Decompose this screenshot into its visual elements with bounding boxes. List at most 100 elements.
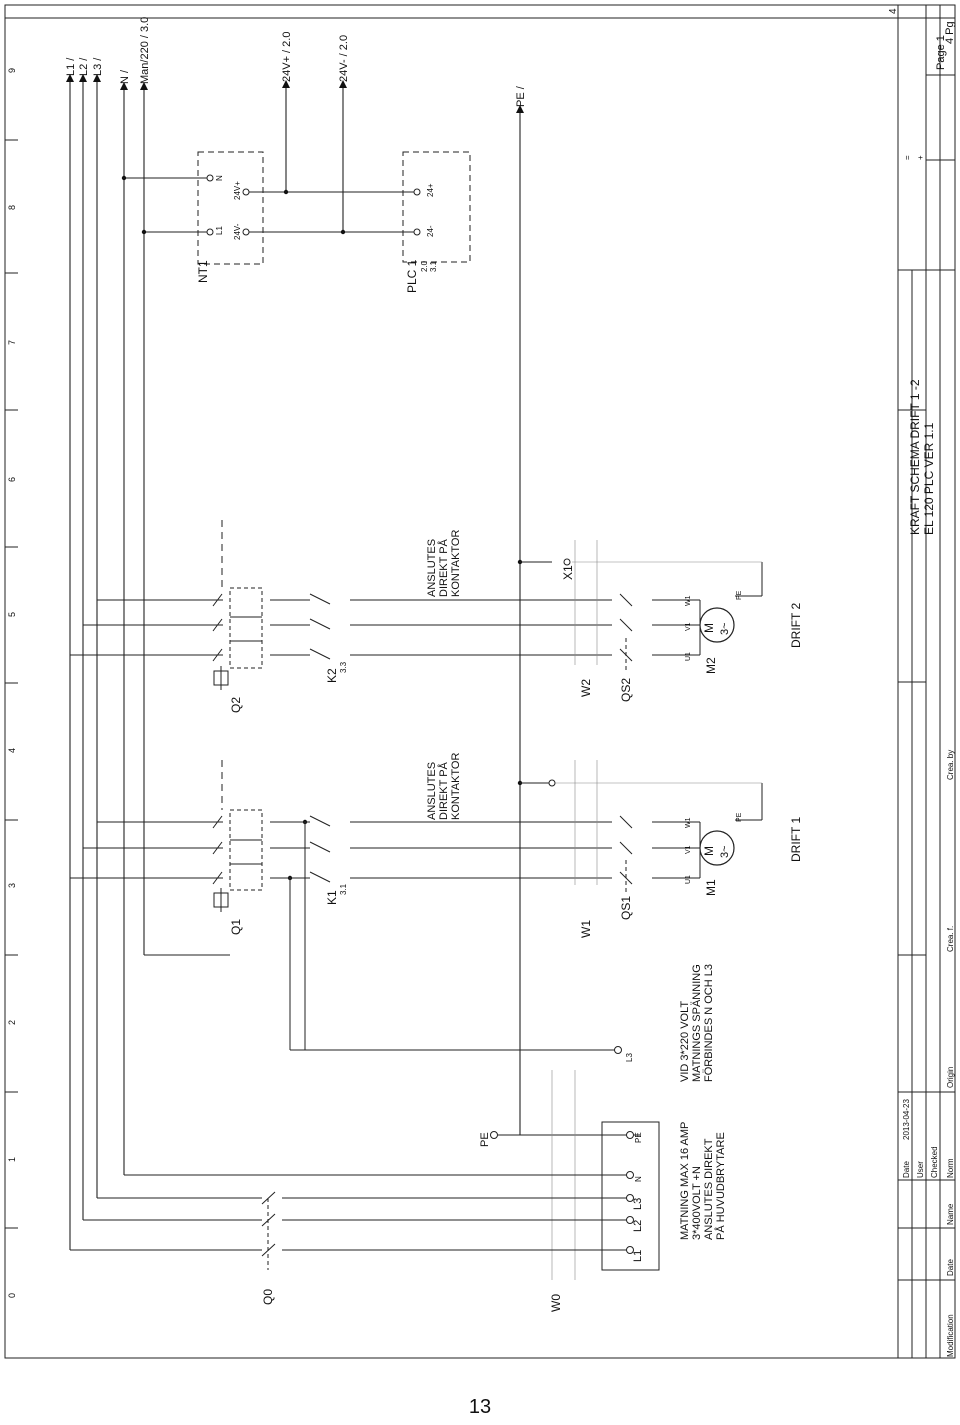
m1-u1: U1: [685, 875, 692, 884]
title-sheet-no: 4: [888, 8, 899, 14]
m2-pe: PE: [736, 590, 743, 600]
col-3: 3: [7, 883, 17, 888]
nt1-n-terminal: N: [215, 175, 224, 181]
label-man: Man/220 / 3.0: [139, 17, 151, 84]
switch-qs2: [619, 593, 633, 673]
label-pe: PE /: [515, 85, 527, 107]
cable-lines: [551, 540, 762, 1280]
qs1-label: QS1: [619, 896, 633, 920]
label-l1: L1 /: [65, 57, 77, 76]
q0-label: Q0: [261, 1289, 275, 1305]
title-origin: Origin: [946, 1067, 955, 1088]
in-pe: PE: [634, 1132, 643, 1143]
m2-label: M2: [704, 657, 718, 674]
motor-m1: M 3~ U1 V1 W1 PE: [685, 812, 743, 884]
w0-label: W0: [549, 1294, 563, 1312]
note-ansl1-line3: KONTAKTOR: [450, 753, 462, 820]
q2-label: Q2: [229, 697, 243, 713]
title-name-col: Name: [946, 1203, 955, 1225]
note-ansl-1: ANSLUTES DIREKT PÅ KONTAKTOR: [426, 753, 462, 820]
motor-m1-phase: 3~: [719, 845, 731, 858]
in-l3: L3: [632, 1198, 644, 1210]
k2-label: K2: [325, 668, 339, 683]
note-vid: VID 3*220 VOLT MATNINGS SPÄNNING FÖRBIND…: [679, 964, 715, 1082]
note-matning-line2: 3*400VOLT +N: [691, 1166, 703, 1240]
motor-m2: M 3~ U1 V1 W1 PE: [685, 590, 743, 661]
k1-ref: 3.1: [339, 883, 348, 895]
m1-w1: W1: [685, 817, 692, 828]
column-numbers: 9 8 7 6 5 4 3 2 1 0: [7, 68, 17, 1298]
k2-ref: 3.3: [339, 661, 348, 673]
col-2: 2: [7, 1020, 17, 1025]
title-plus: +: [916, 155, 925, 160]
title-date-label: Date: [902, 1161, 911, 1178]
title-page: Page 1: [935, 35, 947, 70]
title-line-1: KRAFT SCHEMA DRIFT 1 -2: [908, 379, 922, 535]
w1-label: W1: [579, 920, 593, 938]
incoming-labels: L1 L2 L3 N PE PE L3 Q0 W0: [261, 1053, 644, 1312]
in-n: N: [634, 1176, 643, 1182]
w2-label: W2: [579, 679, 593, 697]
breaker-q1: [212, 760, 263, 912]
contactor-k2: [309, 593, 331, 660]
note-ansl2-line2: DIREKT PÅ: [437, 538, 450, 597]
motor-m2-phase: 3~: [719, 622, 731, 635]
note-vid-line2: MATNINGS SPÄNNING: [691, 964, 703, 1082]
plc-24p-terminal: 24+: [426, 183, 435, 197]
m1-v1: V1: [685, 845, 692, 854]
title-date-col: Date: [946, 1259, 955, 1276]
col-1: 1: [7, 1157, 17, 1162]
label-24vm: 24V- / 2.0: [338, 35, 350, 82]
title-checked: Checked: [930, 1146, 939, 1178]
col-0: 0: [7, 1293, 17, 1298]
pe-input-label: PE: [479, 1132, 491, 1147]
pe-terminals: [548, 558, 571, 787]
drift-labels: DRIFT 1 DRIFT 2: [789, 603, 803, 862]
note-matning-line4: PÅ HUVUDBRYTARE: [714, 1132, 727, 1240]
title-norm: Norm: [946, 1158, 955, 1178]
note-matning-line1: MATNING MAX 16 AMP: [679, 1122, 691, 1240]
nt1-l1-terminal: L1: [215, 226, 224, 235]
in-l2: L2: [632, 1220, 644, 1232]
bus-junctions: [121, 175, 523, 881]
title-modification: Modification: [946, 1314, 955, 1357]
col-7: 7: [7, 340, 17, 345]
incoming-terminals: [490, 1046, 634, 1254]
label-n: N /: [119, 69, 131, 84]
title-pages: 4 Pg: [944, 21, 956, 44]
bus-arrows: [66, 74, 524, 113]
q1-label: Q1: [229, 919, 243, 935]
plc-ref-2: 3.1: [429, 260, 438, 272]
main-switch-q0: [70, 1121, 660, 1271]
contactor-k1: [309, 815, 331, 883]
note-ansl2-line3: KONTAKTOR: [450, 530, 462, 597]
note-vid-line3: FÖRBINDES N OCH L3: [703, 964, 715, 1082]
busbars: [69, 82, 640, 1250]
k1-label: K1: [325, 890, 339, 905]
title-date-value: 2013-04-23: [902, 1099, 911, 1140]
label-l2: L2 /: [78, 57, 90, 76]
plc-ref-1: 2.0: [420, 260, 429, 272]
l3-link-label: L3: [625, 1053, 634, 1062]
note-matning-line3: ANSLUTES DIREKT: [703, 1138, 715, 1240]
qs2-label: QS2: [619, 678, 633, 702]
note-vid-line1: VID 3*220 VOLT: [679, 1001, 691, 1082]
note-ansl2-line1: ANSLUTES: [426, 539, 438, 597]
plc-label: PLC 1: [405, 259, 419, 293]
note-ansl1-line2: DIREKT PÅ: [437, 761, 450, 820]
title-crea-f: Crea. f.: [946, 926, 955, 952]
note-ansl1-line1: ANSLUTES: [426, 762, 438, 820]
nt1-24vm-terminal: 24V-: [233, 223, 242, 240]
col-6: 6: [7, 477, 17, 482]
motor-m1-m: M: [702, 846, 716, 856]
title-block: [897, 5, 955, 1358]
title-eq: =: [903, 155, 912, 160]
m2-u1: U1: [685, 652, 692, 661]
m1-pe: PE: [736, 812, 743, 822]
label-l3: L3 /: [92, 57, 104, 76]
col-8: 8: [7, 205, 17, 210]
title-user: User: [916, 1161, 925, 1178]
plc-24m-terminal: 24-: [426, 225, 435, 237]
title-crea-by: Crea. by: [946, 750, 955, 780]
